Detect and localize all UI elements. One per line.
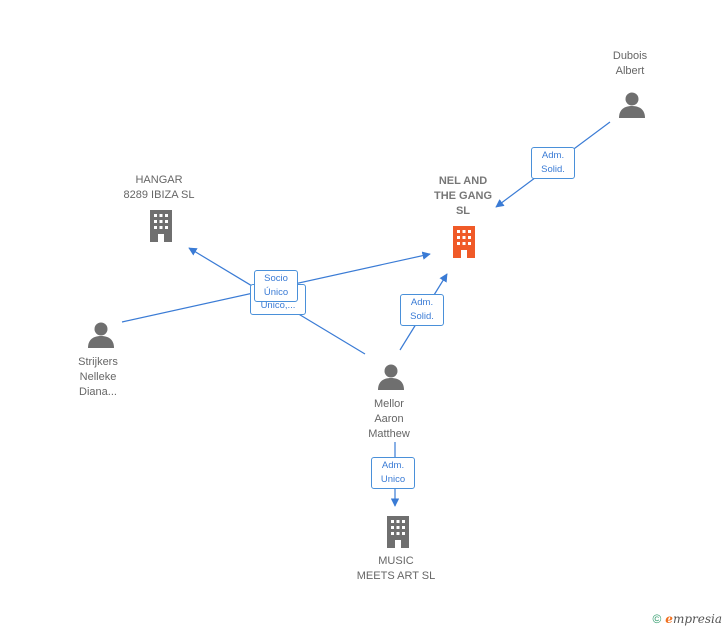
building-icon [387, 516, 409, 548]
edge-label-dubois-nel: Adm. Solid. [531, 147, 575, 179]
person-icon [88, 322, 114, 348]
node-nel-label[interactable]: NEL AND THE GANG SL [433, 175, 493, 217]
person-icon [619, 92, 645, 118]
node-mellor-label[interactable]: Mellor Aaron Matthew [368, 398, 410, 440]
node-hangar-label[interactable]: HANGAR 8289 IBIZA SL [123, 174, 195, 201]
node-music-label[interactable]: MUSIC MEETS ART SL [356, 555, 436, 582]
edge-label-mellor-nel: Adm. Solid. [400, 294, 444, 326]
brand-rest: mpresia [672, 612, 722, 626]
copyright-icon: © [652, 612, 662, 626]
edge-label-mellor-music: Adm. Unico [371, 457, 415, 489]
footer-brand: © empresia [652, 612, 722, 626]
node-dubois-label[interactable]: Dubois Albert [612, 50, 648, 77]
building-icon [150, 210, 172, 242]
person-icon [378, 364, 404, 390]
node-strijkers-label[interactable]: Strijkers Nelleke Diana... [78, 356, 118, 398]
brand-initial: e [665, 612, 673, 626]
brand-logo: empresia [665, 612, 722, 626]
building-icon [453, 226, 475, 258]
edge-label-mellor-hangar: Socio Único [254, 270, 298, 302]
